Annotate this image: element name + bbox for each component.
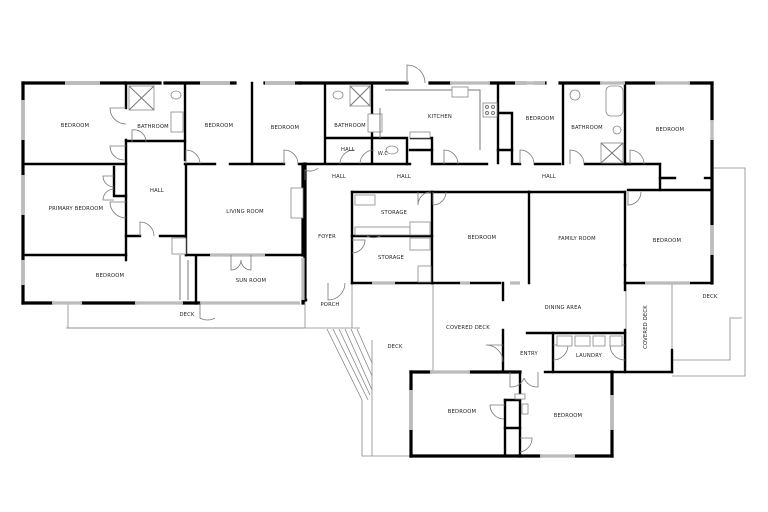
- room-label-family-room: FAMILY ROOM: [558, 236, 596, 242]
- room-label-deck-south: DECK: [387, 344, 403, 350]
- room-label-bathroom-east: BATHROOM: [571, 125, 603, 131]
- room-label-storage-1: STORAGE: [380, 210, 408, 216]
- room-label-bedroom-nw: BEDROOM: [60, 123, 90, 129]
- room-label-hall-foyer: HALL: [331, 174, 347, 180]
- room-label-laundry: LAUNDRY: [575, 353, 603, 359]
- room-label-bedroom-s1: BEDROOM: [447, 409, 477, 415]
- room-label-deck-east: DECK: [702, 294, 718, 300]
- room-label-bathroom-center: BATHROOM: [334, 123, 366, 129]
- room-label-kitchen: KITCHEN: [428, 114, 452, 120]
- walls: [21, 81, 714, 458]
- room-label-sun-room: SUN ROOM: [235, 278, 267, 284]
- toilet-icon: [569, 89, 581, 101]
- room-label-hall-center: HALL: [396, 174, 412, 180]
- island-icon: [409, 131, 431, 139]
- room-label-dining-area: DINING AREA: [544, 305, 582, 311]
- room-label-storage-2: STORAGE: [377, 255, 405, 261]
- room-label-bedroom-ne: BEDROOM: [655, 127, 685, 133]
- deck-outlines: [66, 167, 746, 457]
- room-label-covered-deck-center: COVERED DECK: [446, 325, 490, 331]
- room-label-wc: W.C: [377, 151, 389, 157]
- toilet-icon: [170, 90, 182, 100]
- sink-icon: [170, 111, 184, 133]
- room-label-bedroom-center: BEDROOM: [467, 235, 497, 241]
- toilet-icon: [385, 145, 399, 155]
- room-label-hall-small: HALL: [340, 147, 356, 153]
- windows: [21, 81, 714, 458]
- room-label-entry: ENTRY: [520, 351, 538, 357]
- room-label-bedroom-east: BEDROOM: [652, 238, 682, 244]
- doors: [102, 64, 645, 453]
- sink-icon: [367, 113, 383, 133]
- room-label-primary-bedroom: PRIMARY BEDROOM: [48, 206, 104, 212]
- room-label-bedroom-3: BEDROOM: [270, 125, 300, 131]
- room-label-living-room: LIVING ROOM: [226, 209, 264, 215]
- room-label-porch: PORCH: [320, 302, 340, 308]
- bathtub-icon: [605, 85, 624, 117]
- room-label-foyer: FOYER: [318, 234, 336, 240]
- kitchen-sink-icon: [451, 86, 469, 98]
- room-label-bedroom-sw: BEDROOM: [95, 273, 125, 279]
- stove-icon: [482, 102, 498, 118]
- room-label-hall-west: HALL: [149, 188, 165, 194]
- room-label-bathroom-west: BATHROOM: [137, 124, 169, 130]
- fireplace-icon: [290, 187, 304, 219]
- fixtures: [128, 85, 624, 415]
- room-label-bedroom-4: BEDROOM: [525, 116, 555, 122]
- room-label-covered-deck-east: COVERED DECK: [643, 305, 649, 349]
- room-label-hall-east: HALL: [541, 174, 557, 180]
- room-label-deck-west: DECK: [179, 312, 195, 318]
- room-label-bedroom-2: BEDROOM: [204, 123, 234, 129]
- sink-icon: [612, 125, 622, 135]
- room-label-bedroom-s2: BEDROOM: [553, 413, 583, 419]
- toilet-icon: [332, 90, 344, 100]
